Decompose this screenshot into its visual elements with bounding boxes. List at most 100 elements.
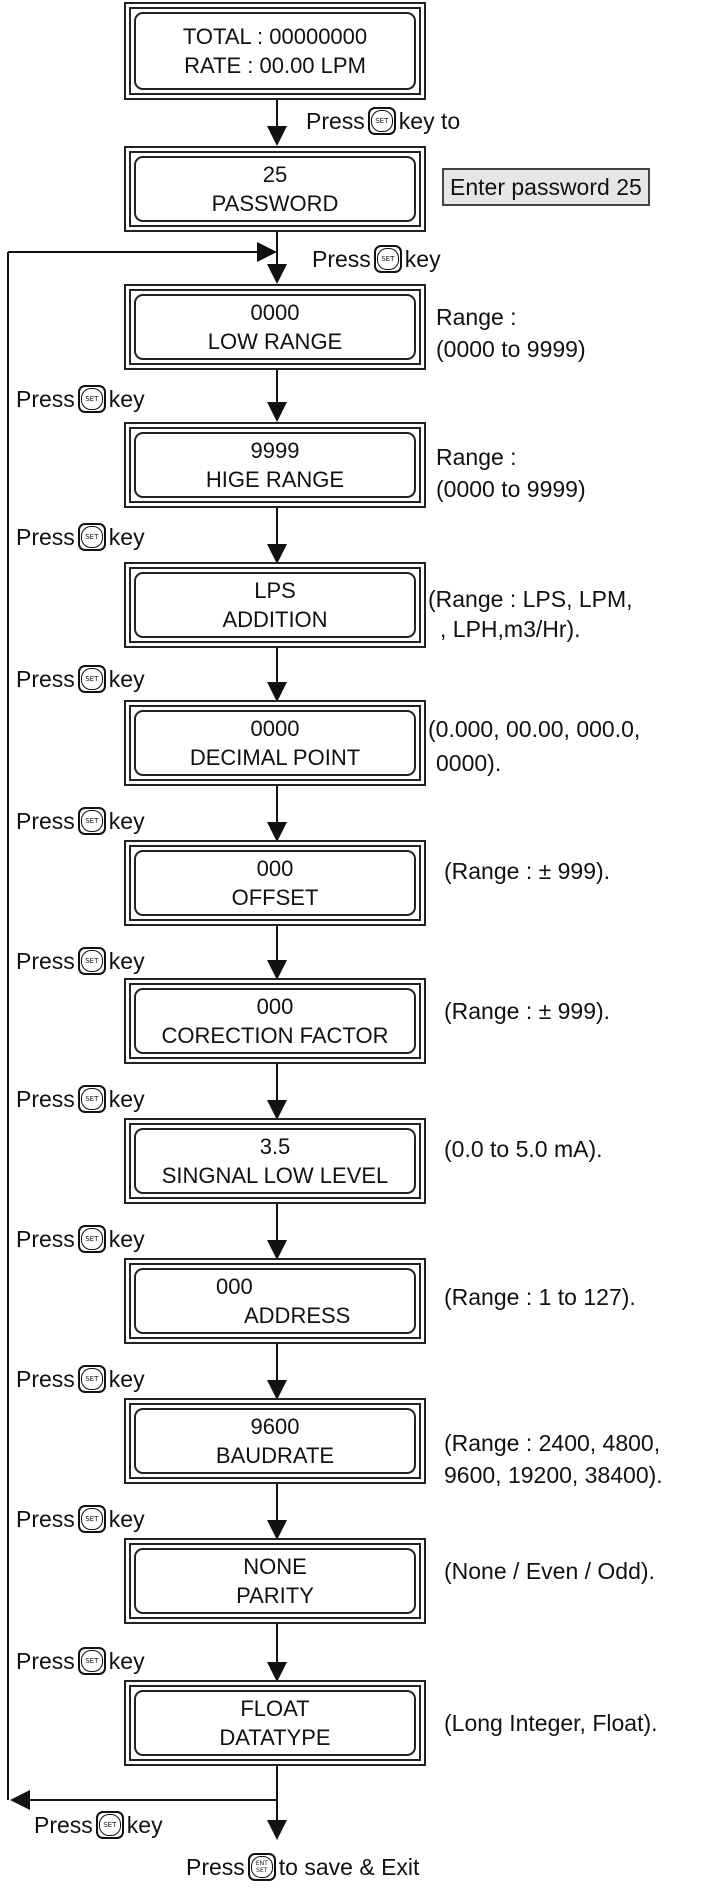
set-key-icon: SET: [77, 523, 106, 551]
high-range-annotation-line-2: (0000 to 9999): [436, 476, 586, 502]
screen-addition: LPS ADDITION: [124, 562, 426, 648]
screen-line-1: 9999: [250, 438, 300, 463]
signal-low-annotation: (0.0 to 5.0 mA).: [444, 1136, 603, 1162]
press-text: Press: [186, 1854, 245, 1880]
key-text: key: [108, 1506, 145, 1532]
key-text: key: [404, 246, 441, 272]
press-set-key-label: Press SET key: [34, 1810, 163, 1840]
screen-line-1: NONE: [243, 1554, 307, 1579]
screen-line-2: DECIMAL POINT: [189, 745, 361, 770]
screen-line-2: LOW RANGE: [207, 329, 343, 354]
press-set-key-label: Press SET key: [16, 1364, 145, 1394]
screen-line-2: ADDITION: [222, 607, 328, 632]
set-key-icon: SET: [77, 807, 106, 835]
screen-low-range: 0000 LOW RANGE: [124, 284, 426, 370]
screen-line-2: PASSWORD: [211, 191, 339, 216]
addition-annotation-line-1: (Range : LPS, LPM,: [428, 586, 633, 612]
key-to-text: key to: [398, 108, 461, 134]
set-key-icon: SET: [77, 1647, 106, 1675]
screen-signal-low-level: 3.5 SINGNAL LOW LEVEL: [124, 1118, 426, 1204]
key-text: key: [126, 1812, 163, 1838]
screen-line-2: DATATYPE: [219, 1725, 331, 1750]
screen-line-1: 0000: [250, 716, 300, 741]
key-text: key: [108, 1648, 145, 1674]
press-set-key-label: Press SET key: [16, 664, 145, 694]
screen-line-1: 000: [256, 994, 294, 1019]
press-text: Press: [34, 1812, 93, 1838]
screen-parity: NONE PARITY: [124, 1538, 426, 1624]
screen-total-rate: TOTAL : 00000000 RATE : 00.00 LPM: [124, 2, 426, 100]
screen-line-1: LPS: [254, 578, 296, 603]
set-key-icon: SET: [77, 1505, 106, 1533]
press-text: Press: [16, 1648, 75, 1674]
key-text: key: [108, 948, 145, 974]
offset-annotation: (Range : ± 999).: [444, 858, 611, 884]
press-text: Press: [16, 948, 75, 974]
screen-line-2: RATE : 00.00 LPM: [184, 53, 366, 78]
press-text: Press: [16, 666, 75, 692]
screen-line-2: HIGE RANGE: [205, 467, 345, 492]
save-exit-text: to save & Exit: [278, 1854, 420, 1880]
low-range-annotation-line-1: Range :: [436, 304, 517, 330]
screen-line-1: TOTAL : 00000000: [182, 24, 368, 49]
key-text: key: [108, 524, 145, 550]
screen-line-2: ADDRESS: [244, 1303, 351, 1328]
screen-line-2: PARITY: [236, 1583, 314, 1608]
screen-datatype: FLOAT DATATYPE: [124, 1680, 426, 1766]
low-range-annotation-line-2: (0000 to 9999): [436, 336, 586, 362]
press-text: Press: [312, 246, 371, 272]
screen-baudrate: 9600 BAUDRATE: [124, 1398, 426, 1484]
press-set-key-label: Press SET key: [312, 244, 441, 274]
decimal-annotation-line-1: (0.000, 00.00, 000.0,: [428, 716, 641, 742]
screen-line-1: 9600: [250, 1414, 300, 1439]
press-text: Press: [16, 808, 75, 834]
key-text: key: [108, 1366, 145, 1392]
key-text: key: [108, 386, 145, 412]
screen-high-range: 9999 HIGE RANGE: [124, 422, 426, 508]
press-text: Press: [16, 1226, 75, 1252]
press-text: Press: [16, 524, 75, 550]
baudrate-annotation-line-2: 9600, 19200, 38400).: [444, 1462, 663, 1488]
press-set-key-label: Press SET key: [16, 806, 145, 836]
screen-correction-factor: 000 CORECTION FACTOR: [124, 978, 426, 1064]
screen-line-1: FLOAT: [240, 1696, 310, 1721]
screen-address: 000 ADDRESS: [124, 1258, 426, 1344]
press-text: Press: [306, 108, 365, 134]
screen-line-2: OFFSET: [231, 885, 319, 910]
set-key-icon: SET: [367, 107, 396, 135]
screen-line-2: BAUDRATE: [215, 1443, 335, 1468]
set-key-icon: SET: [77, 1225, 106, 1253]
screen-password: 25 PASSWORD: [124, 146, 426, 232]
press-text: Press: [16, 386, 75, 412]
parity-annotation: (None / Even / Odd).: [444, 1558, 655, 1584]
set-key-icon: SET: [373, 245, 402, 273]
press-set-key-label: Press SET key: [16, 1504, 145, 1534]
datatype-annotation: (Long Integer, Float).: [444, 1710, 658, 1736]
press-text: Press: [16, 1086, 75, 1112]
press-set-key-label: Press SET key: [16, 1224, 145, 1254]
decimal-annotation-line-2: 0000).: [436, 750, 502, 776]
press-set-key-label: Press SET key: [16, 946, 145, 976]
press-set-key-label: Press SET key: [16, 1646, 145, 1676]
set-key-icon: SET: [77, 947, 106, 975]
screen-line-1: 000: [256, 856, 294, 881]
press-set-key-to-label: Press SET key to: [306, 106, 460, 136]
screen-line-1: 25: [262, 162, 288, 187]
screen-line-1: 3.5: [259, 1134, 291, 1159]
set-key-icon: SET: [77, 1085, 106, 1113]
key-text: key: [108, 808, 145, 834]
press-set-key-label: Press SET key: [16, 522, 145, 552]
high-range-annotation-line-1: Range :: [436, 444, 517, 470]
addition-annotation-line-2: , LPH,m3/Hr).: [440, 616, 581, 642]
press-set-key-label: Press SET key: [16, 1084, 145, 1114]
key-text: key: [108, 1226, 145, 1252]
screen-line-1: 0000: [250, 300, 300, 325]
key-text: key: [108, 666, 145, 692]
set-key-icon: SET: [77, 385, 106, 413]
correction-annotation: (Range : ± 999).: [444, 998, 611, 1024]
screen-offset: 000 OFFSET: [124, 840, 426, 926]
baudrate-annotation-line-1: (Range : 2400, 4800,: [444, 1430, 661, 1456]
